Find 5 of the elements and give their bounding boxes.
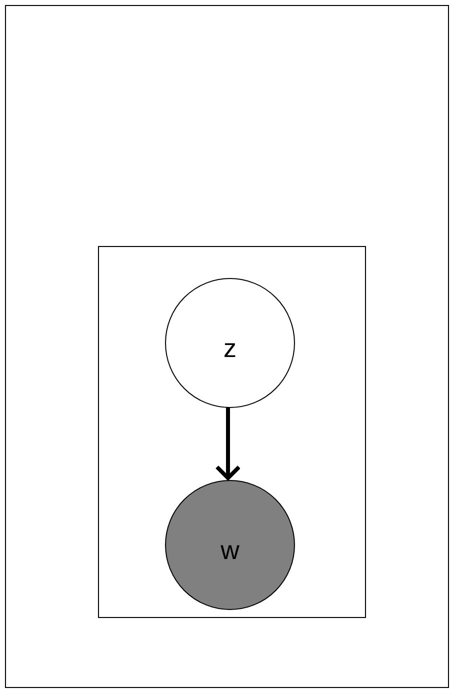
plate-box [98,246,366,618]
variable-label: z [224,332,236,364]
variable-label: w [220,534,240,566]
arrow [215,406,241,480]
plate-box [5,5,449,688]
